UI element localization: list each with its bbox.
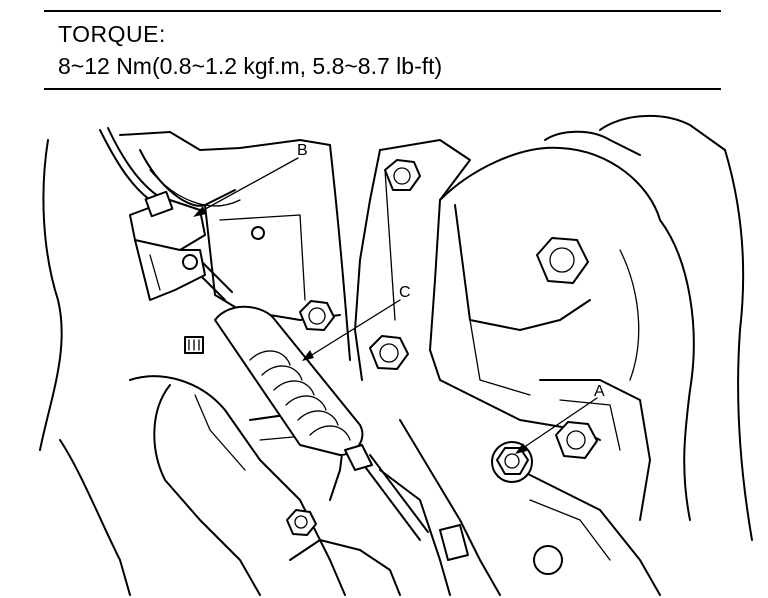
callout-label-b: B [297,142,308,159]
arrow-b [193,206,206,217]
bolt-upper-left [384,159,421,191]
arrow-a [515,443,527,454]
torque-title: TORQUE: [58,21,166,47]
bolt-small-left [184,336,204,354]
leader-c [306,299,401,359]
transaxle-cable-illustration: B C A [39,114,753,596]
leader-b [197,157,299,214]
callout-label-a: A [594,383,605,400]
callout-leaders [193,157,598,454]
cable-bracket [129,190,265,301]
torque-spec: 8~12 Nm(0.8~1.2 kgf.m, 5.8~8.7 lb-ft) [58,53,443,79]
top-rule [44,10,721,12]
bolt-a [491,441,533,483]
bolt-center [369,335,409,370]
bolts [184,159,598,575]
bolt-lower-left [286,509,317,536]
bottom-rule [44,88,721,90]
arrow-c [302,350,314,361]
leader-a [519,397,598,451]
bolt-mid-left [299,300,335,331]
cable-boot [214,305,373,471]
callout-label-c: C [399,284,411,301]
bolt-large-upper [536,237,589,284]
bolt-right-lower [555,421,598,459]
fitting-lower [439,524,563,575]
